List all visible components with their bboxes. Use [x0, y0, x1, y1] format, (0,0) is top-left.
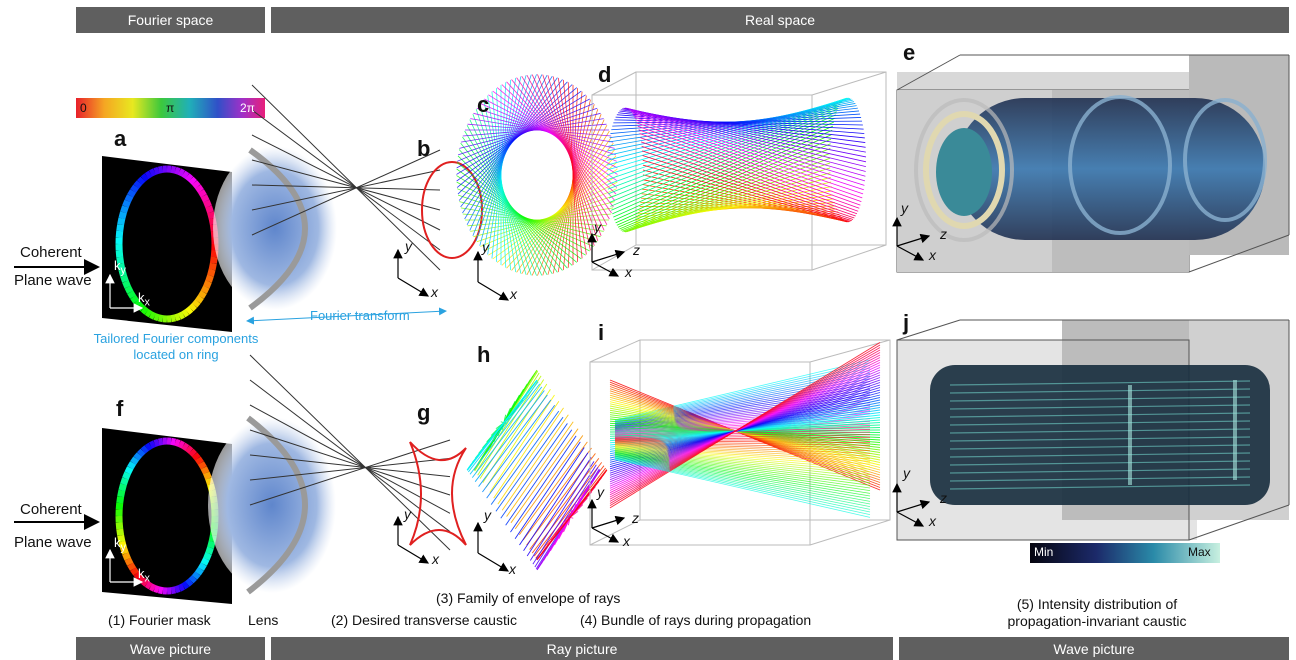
ky-label-bottom: ky [114, 535, 126, 554]
ky-label-top: ky [114, 258, 126, 277]
footer-ray-picture: Ray picture [271, 637, 893, 660]
kx-label-top: kx [138, 290, 150, 309]
panel-label-d: d [598, 62, 612, 87]
axis-y-d: y [594, 219, 601, 235]
envelope-h [466, 369, 608, 571]
intensity-label-min: Min [1034, 545, 1054, 559]
axis-z-j: z [940, 490, 947, 506]
axis-x-d: x [625, 264, 632, 280]
panel-label-e: e [903, 40, 916, 65]
kx-label-bottom: kx [138, 566, 150, 585]
phase-label-0: 0 [80, 101, 87, 115]
caption-desired-caustic: (2) Desired transverse caustic [331, 612, 517, 628]
caustic-b [421, 161, 483, 259]
caption-intensity-line2: propagation-invariant caustic [1007, 613, 1187, 629]
axis-y-b: y [405, 238, 412, 254]
phase-label-pi: π [166, 101, 175, 115]
caption-fourier-mask: (1) Fourier mask [108, 612, 211, 628]
axis-z-d: z [633, 242, 640, 258]
footer-wave-picture-left: Wave picture [76, 637, 265, 660]
intensity-colorbar [1030, 543, 1220, 563]
box-e [896, 54, 1290, 273]
axis-x-i: x [623, 533, 630, 549]
axis-x-h: x [509, 561, 516, 577]
axis-x-g: x [432, 551, 439, 567]
lens-top [213, 146, 337, 310]
caption-lens: Lens [248, 612, 279, 628]
rays-bottom [249, 354, 451, 551]
fourier-mask-a [102, 156, 232, 332]
panel-label-j: j [903, 310, 910, 335]
axis-y-c: y [482, 239, 489, 255]
envelope-c [456, 74, 618, 276]
panel-label-c: c [477, 92, 490, 117]
lens-bottom [208, 417, 336, 593]
bundle-i [609, 342, 881, 518]
fourier-transform-arrow [246, 307, 447, 325]
axis-x-j: x [929, 513, 936, 529]
intensity-label-max: Max [1188, 545, 1211, 559]
fourier-components-line2: located on ring [133, 347, 219, 362]
input-coherent-bottom: Coherent [20, 501, 82, 518]
panel-label-h: h [477, 342, 491, 367]
axis-y-j: y [903, 465, 910, 481]
fourier-mask-f [102, 428, 232, 604]
axis-x-b: x [431, 284, 438, 300]
fourier-components-line1: Tailored Fourier components [93, 331, 259, 346]
fourier-transform-label: Fourier transform [310, 308, 410, 323]
axis-z-i: z [632, 510, 639, 526]
caption-bundle-rays: (4) Bundle of rays during propagation [580, 612, 812, 628]
rays-top [251, 84, 441, 271]
caustic-g [409, 441, 467, 546]
panel-label-i: i [598, 320, 605, 345]
panel-label-f: f [116, 396, 124, 421]
input-planewave-bottom: Plane wave [14, 534, 92, 551]
phase-colorbar [76, 98, 265, 118]
axis-y-i: y [597, 484, 604, 500]
phase-label-2pi: 2π [240, 101, 255, 115]
input-planewave-top: Plane wave [14, 272, 92, 289]
header-real-space: Real space [271, 7, 1289, 33]
axis-y-g: y [404, 506, 411, 522]
axis-x-c: x [510, 286, 517, 302]
panel-label-b: b [417, 136, 431, 161]
caption-family-envelope: (3) Family of envelope of rays [436, 590, 621, 606]
header-fourier-space: Fourier space [76, 7, 265, 33]
axis-y-h: y [484, 507, 491, 523]
box-j [896, 319, 1290, 541]
axis-z-e: z [940, 226, 947, 242]
caption-intensity-line1: (5) Intensity distribution of [1016, 596, 1178, 612]
input-coherent-top: Coherent [20, 244, 82, 261]
panel-label-g: g [417, 400, 431, 425]
hyperboloid-d [606, 97, 867, 233]
panel-label-a: a [114, 126, 127, 151]
footer-wave-picture-right: Wave picture [899, 637, 1289, 660]
axis-y-e: y [901, 200, 908, 216]
axis-x-e: x [929, 247, 936, 263]
